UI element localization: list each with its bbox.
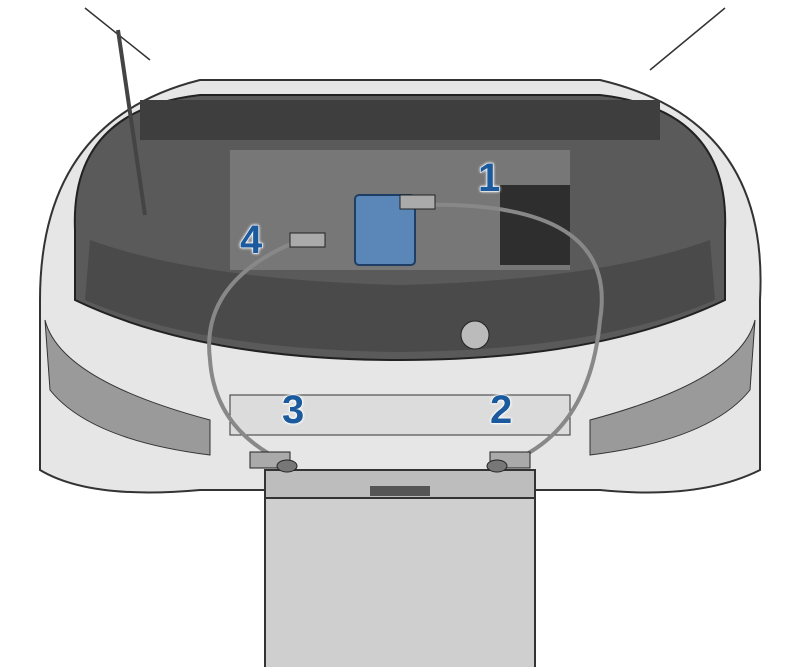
clamp-1 [399,194,436,210]
radiator-cover [85,240,715,352]
hood-prop-rod [116,29,147,216]
cowl-panel [140,100,660,140]
callout-3: 3 [281,388,305,432]
right-headlight [589,319,756,456]
fuse-box [500,185,570,265]
front-bumper-panel [229,394,571,436]
left-headlight [44,319,211,456]
booster-fuse-box [354,194,416,266]
negative-terminal [276,459,298,473]
callout-4: 4 [239,218,263,262]
callout-2: 2 [489,388,513,432]
battery-vent [370,486,430,496]
clamp-4 [289,232,326,248]
callout-1: 1 [477,156,501,200]
negative-jumper-cable [207,238,301,464]
positive-jumper-cable [419,202,604,464]
hood-edge-lines [84,7,726,71]
positive-terminal [486,459,508,473]
oil-cap [460,320,490,350]
booster-battery [264,477,536,667]
